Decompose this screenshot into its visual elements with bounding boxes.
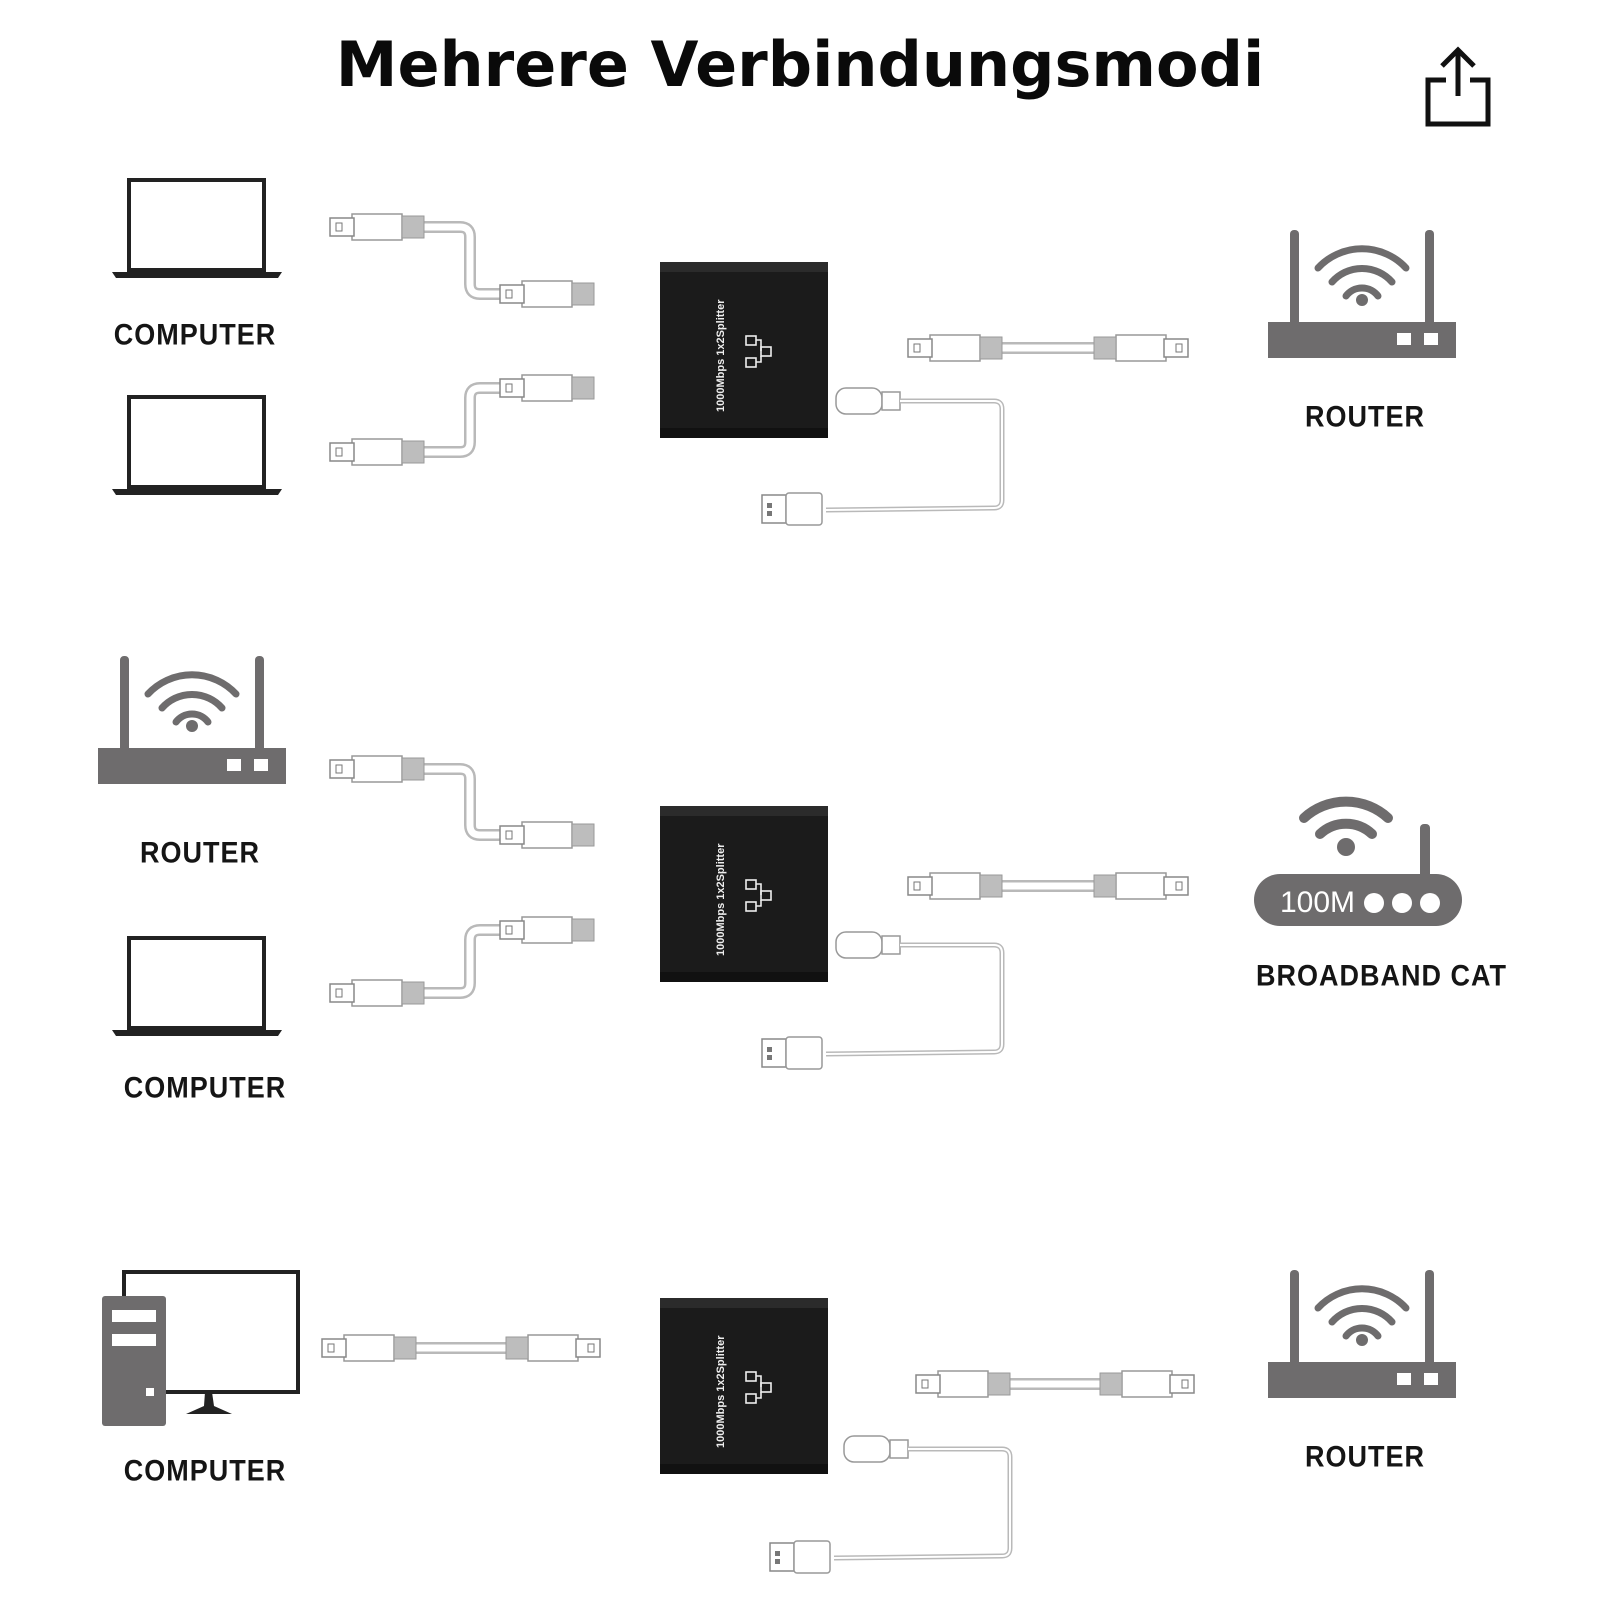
desktop-computer-icon: [102, 1270, 300, 1426]
splitter-icon: [659, 261, 829, 439]
broadband-label: BROADBAND CAT: [1256, 959, 1507, 993]
router-label: ROUTER: [140, 836, 260, 870]
svg-text:1000Mbps 1x2Splitter: 1000Mbps 1x2Splitter: [715, 299, 727, 412]
mode-1: 1000Mbps 1x2Splitter: [110, 178, 1456, 525]
computer-label: COMPUTER: [123, 1071, 287, 1105]
page-title: Mehrere Verbindungsmodi: [335, 28, 1265, 101]
router-icon: [98, 656, 286, 784]
mode-3: 1000Mbps 1x2Splitter: [102, 1270, 1456, 1573]
svg-text:1000Mbps 1x2Splitter: 1000Mbps 1x2Splitter: [715, 843, 727, 956]
laptop-icon: [110, 395, 284, 497]
svg-text:1000Mbps 1x2Splitter: 1000Mbps 1x2Splitter: [715, 1335, 727, 1448]
laptop-icon: [110, 178, 284, 280]
router-label: ROUTER: [1305, 400, 1425, 434]
mode-2: 1000Mbps 1x2Splitter 100M: [98, 656, 1462, 1069]
router-icon: [1268, 1270, 1456, 1398]
splitter-icon: [659, 805, 829, 983]
splitter-icon: [659, 1297, 829, 1475]
svg-text:100M: 100M: [1280, 886, 1355, 919]
modem-icon: 100M: [1254, 796, 1462, 926]
share-icon[interactable]: [1420, 44, 1496, 130]
computer-label: COMPUTER: [123, 1454, 287, 1488]
router-label: ROUTER: [1305, 1440, 1425, 1474]
computer-label: COMPUTER: [113, 318, 277, 352]
router-icon: [1268, 230, 1456, 358]
laptop-icon: [110, 936, 284, 1038]
